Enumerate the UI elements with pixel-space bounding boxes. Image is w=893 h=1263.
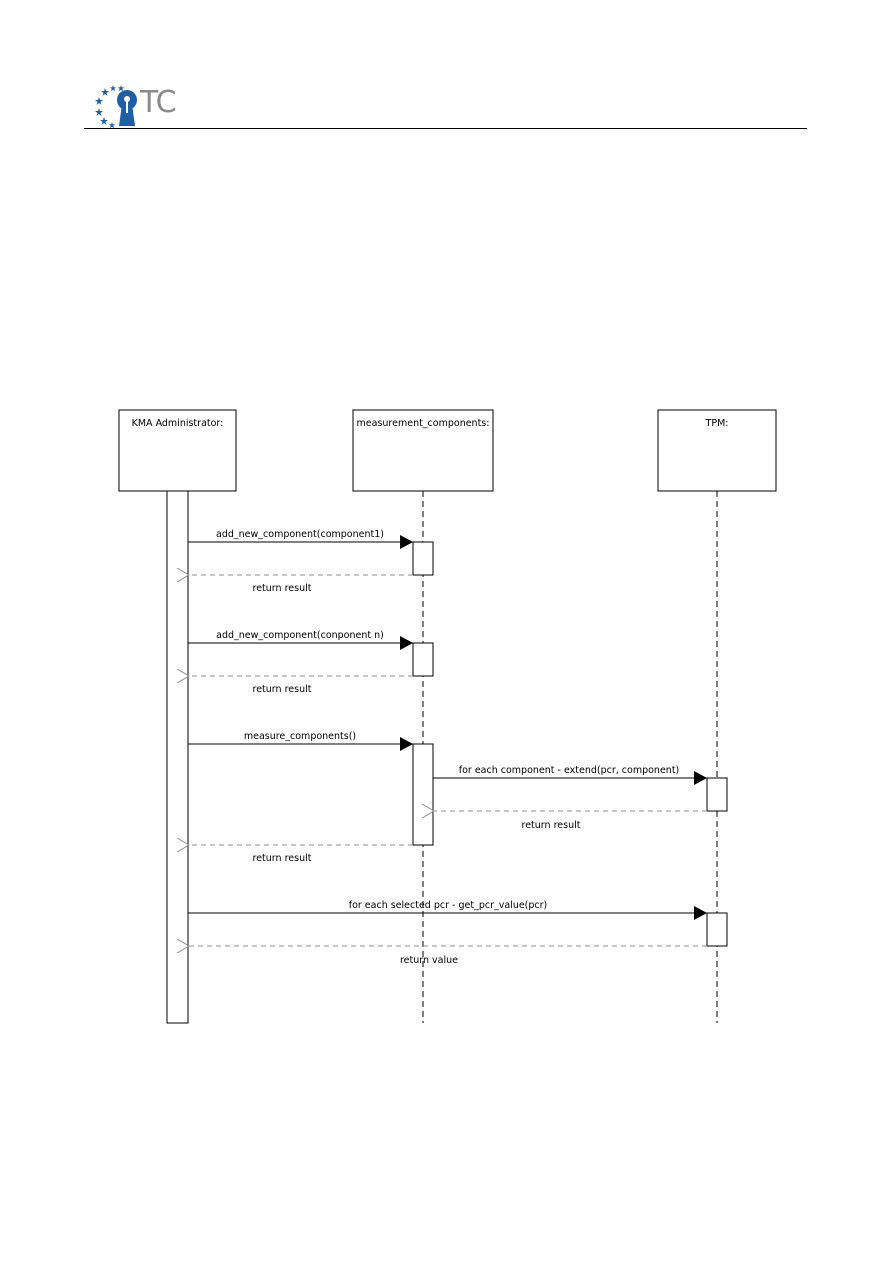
itc-logo-icon bbox=[95, 85, 137, 129]
activation-bar bbox=[166, 490, 189, 1024]
message-label: return result bbox=[253, 853, 312, 864]
message-add-component-1: add_new_component(component1) bbox=[188, 529, 413, 549]
message-return-4: return result bbox=[189, 845, 413, 864]
message-add-component-n: add_new_component(conponent n) bbox=[188, 630, 413, 650]
message-get-pcr-value: for each selected pcr - get_pcr_value(pc… bbox=[188, 900, 707, 920]
message-return-3: return result bbox=[434, 811, 707, 831]
lifeline-tpm: TPM: bbox=[657, 409, 777, 1023]
logo-keyhole bbox=[117, 90, 137, 126]
lifeline-label: KMA Administrator: bbox=[132, 418, 224, 429]
message-label: for each component - extend(pcr, compone… bbox=[459, 765, 680, 776]
logo-stars bbox=[95, 85, 125, 129]
activation-box bbox=[412, 642, 434, 677]
message-label: return result bbox=[253, 684, 312, 695]
message-label: add_new_component(component1) bbox=[216, 529, 384, 540]
message-return-2: return result bbox=[189, 676, 413, 695]
lifeline-head-box bbox=[118, 409, 237, 492]
logo-text: TC bbox=[140, 85, 177, 120]
message-label: return value bbox=[400, 955, 458, 966]
lifeline-head-box bbox=[352, 409, 494, 492]
message-label: for each selected pcr - get_pcr_value(pc… bbox=[349, 900, 548, 911]
page-header: TC bbox=[0, 0, 893, 140]
activation-box bbox=[412, 743, 434, 846]
message-extend-pcr: for each component - extend(pcr, compone… bbox=[433, 765, 707, 785]
message-label: measure_components() bbox=[244, 731, 356, 742]
message-return-value: return value bbox=[189, 946, 707, 966]
lifeline-kma-administrator: KMA Administrator: bbox=[118, 409, 237, 1024]
lifeline-measurement-components: measurement_components: bbox=[352, 409, 494, 1023]
activation-box bbox=[706, 912, 728, 947]
message-label: return result bbox=[253, 583, 312, 594]
message-label: return result bbox=[522, 820, 581, 831]
message-measure-components: measure_components() bbox=[188, 731, 413, 751]
lifeline-label: measurement_components: bbox=[357, 418, 490, 429]
lifeline-label: TPM: bbox=[705, 418, 729, 429]
message-label: add_new_component(conponent n) bbox=[216, 630, 384, 641]
activation-box bbox=[412, 541, 434, 576]
message-return-1: return result bbox=[189, 575, 413, 594]
header-divider bbox=[84, 128, 807, 129]
activation-box bbox=[706, 777, 728, 812]
